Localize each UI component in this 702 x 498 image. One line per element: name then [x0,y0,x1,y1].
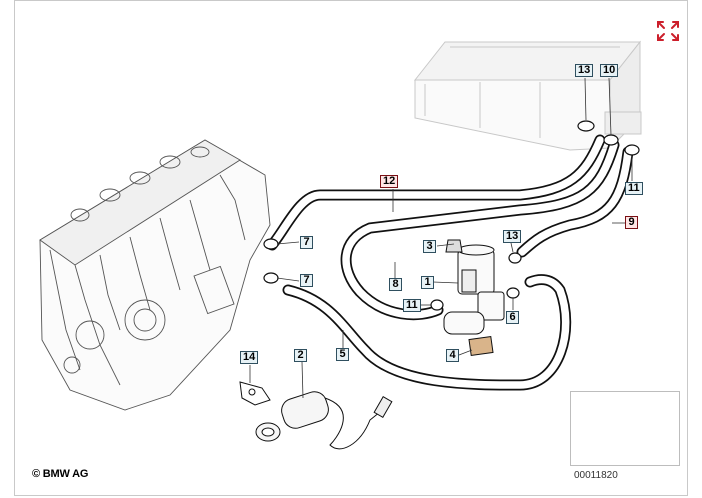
callout-11-bottom[interactable]: 11 [403,299,421,312]
callout-2[interactable]: 2 [294,349,307,362]
callout-7-bottom[interactable]: 7 [300,274,313,287]
copyright-notice: © BMW AG [32,468,89,480]
callout-3[interactable]: 3 [423,240,436,253]
expand-arrows-icon[interactable] [656,20,680,42]
leader-lines [249,77,633,399]
valve-bracket [468,335,494,357]
callout-12[interactable]: 12 [380,175,399,188]
pump-bracket [239,381,271,406]
callout-10[interactable]: 10 [600,64,619,77]
heater-valve [443,239,505,335]
coolant-hoses [266,134,634,391]
engine-block [39,139,271,411]
heater-core [413,40,642,151]
auxiliary-water-pump [255,391,393,450]
callout-13-mid[interactable]: 13 [503,230,522,243]
callout-13-top[interactable]: 13 [575,64,594,77]
callout-5[interactable]: 5 [336,348,349,361]
car-location-thumbnail[interactable] [570,391,680,466]
callout-8[interactable]: 8 [389,278,402,291]
callout-1[interactable]: 1 [421,276,434,289]
callout-6[interactable]: 6 [506,311,519,324]
callout-4[interactable]: 4 [446,349,459,362]
callout-9[interactable]: 9 [625,216,638,229]
callout-11-top[interactable]: 11 [625,182,643,195]
callout-14[interactable]: 14 [240,351,259,364]
callout-7-top[interactable]: 7 [300,236,313,249]
illustration-number: 00011820 [574,470,618,481]
